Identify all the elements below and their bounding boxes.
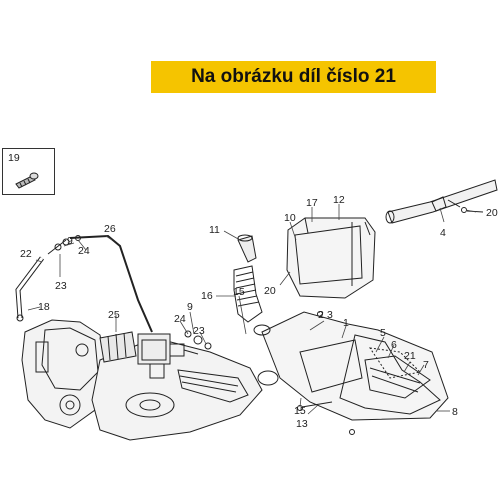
carburetor: [137, 333, 199, 379]
part-number-label: 20: [486, 207, 498, 219]
part-number-label: 18: [38, 301, 50, 313]
hose-clamp: [257, 370, 279, 386]
airbox-cover: [286, 217, 376, 299]
breather-hose: [15, 234, 212, 350]
part-number-label: 15: [294, 405, 306, 417]
part-number-label: 16: [201, 290, 213, 302]
part-number-label: 26: [104, 223, 116, 235]
part-number-label: 8: [452, 406, 458, 418]
part-number-label: 9: [67, 235, 73, 247]
part-number-label: 17: [306, 197, 318, 209]
part-number-banner: Na obrázku díl číslo 21: [151, 61, 436, 93]
screw-icon: [15, 172, 39, 189]
part-number-label: 7: [423, 359, 429, 371]
part-number-label: 5: [380, 327, 386, 339]
part-number-label: 10: [284, 212, 296, 224]
part-number-label: 13: [296, 418, 308, 430]
part-number-label: 23: [193, 325, 205, 337]
bolt: [317, 311, 323, 317]
intake-snorkel: [233, 234, 263, 323]
part-number-label: 3: [327, 309, 333, 321]
part-number-label: 24: [78, 245, 90, 257]
part-number-label: 2: [318, 309, 324, 321]
part-number-label: 6: [391, 339, 397, 351]
part-number-label: 25: [108, 309, 120, 321]
part-number-label: 22: [20, 248, 32, 260]
filter-housing: [261, 311, 449, 421]
part-number-label: 9: [187, 301, 193, 313]
intake-pipe: [385, 179, 498, 224]
part-number-label: 21: [404, 350, 416, 362]
intake-manifold: [99, 331, 137, 363]
engine-block: [21, 319, 109, 429]
bolt: [349, 429, 355, 435]
part-number-label: 20: [264, 285, 276, 297]
part-number-label: 24: [174, 313, 186, 325]
part-number-label: 4: [440, 227, 446, 239]
hose-clamp: [253, 324, 271, 336]
inset-part-number: 19: [8, 152, 20, 164]
part-number-label: 12: [333, 194, 345, 206]
part-number-label: 23: [55, 280, 67, 292]
part-number-label: 11: [209, 224, 220, 236]
inset-box: [2, 148, 55, 195]
part-number-label: 1: [343, 317, 349, 329]
part-number-label: 15: [233, 286, 245, 298]
transmission-case: [91, 337, 263, 441]
